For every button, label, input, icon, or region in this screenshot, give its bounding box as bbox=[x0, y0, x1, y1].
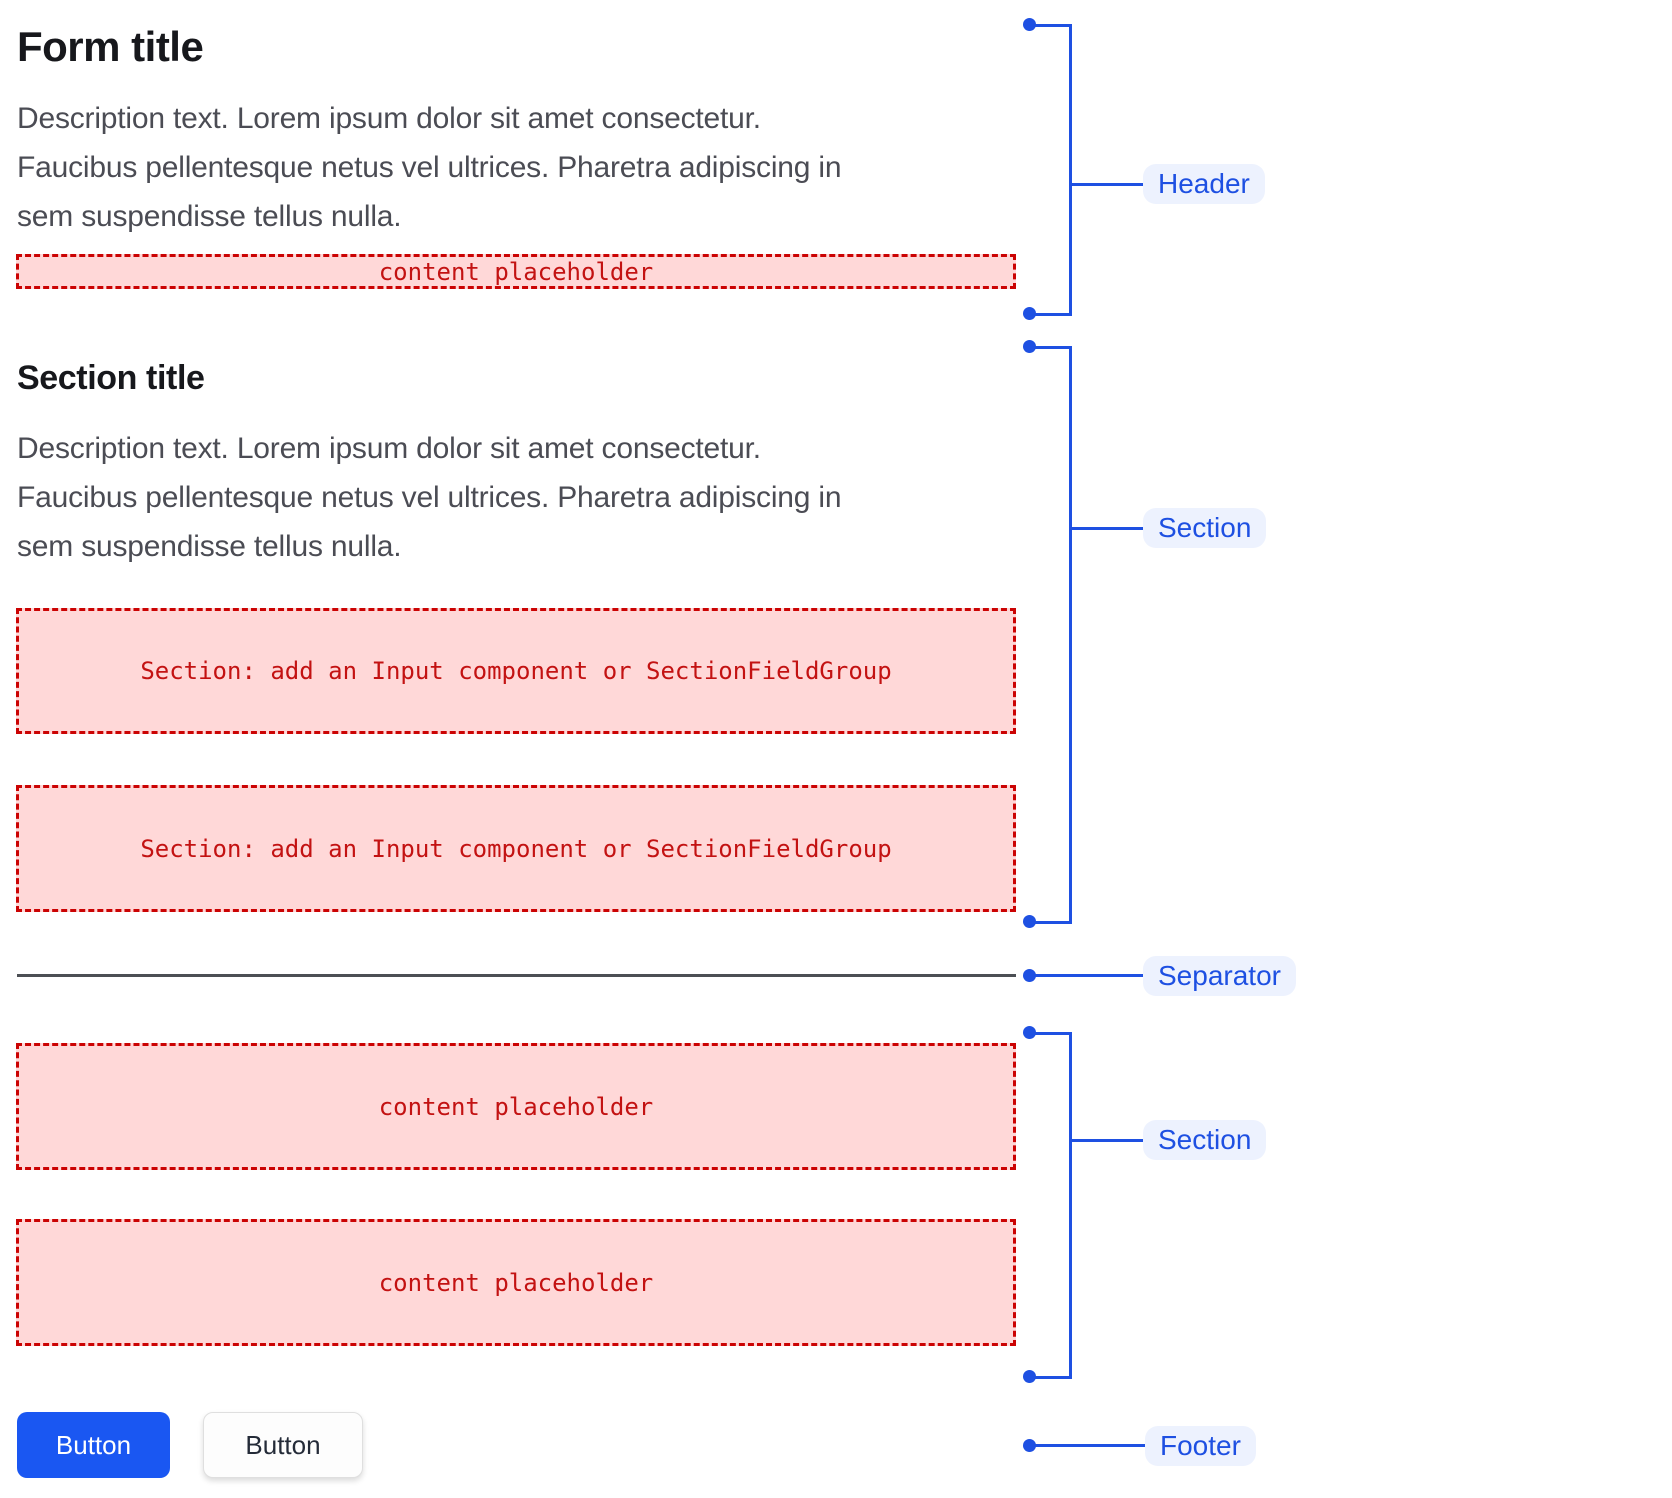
section1-label-connector bbox=[1072, 527, 1143, 530]
section1-annotation-label: Section bbox=[1143, 508, 1267, 548]
separator-line bbox=[17, 974, 1016, 977]
content-placeholder-2-label: content placeholder bbox=[378, 1268, 654, 1297]
header-bracket-top-stub bbox=[1029, 24, 1072, 27]
primary-button[interactable]: Button bbox=[17, 1412, 170, 1478]
header-annotation-label: Header bbox=[1143, 164, 1265, 204]
section2-bracket-bottom-stub bbox=[1029, 1376, 1072, 1379]
section2-label-connector bbox=[1072, 1139, 1143, 1142]
footer-label-connector bbox=[1030, 1444, 1145, 1447]
separator-dot bbox=[1023, 969, 1036, 982]
header-label-connector bbox=[1072, 183, 1143, 186]
section2-bracket-top-stub bbox=[1029, 1032, 1072, 1035]
section2-bracket-line bbox=[1069, 1032, 1072, 1379]
separator-annotation-label: Separator bbox=[1143, 956, 1296, 996]
footer-dot bbox=[1023, 1439, 1036, 1452]
section1-bracket-line bbox=[1069, 346, 1072, 924]
header-content-placeholder: content placeholder bbox=[16, 254, 1016, 289]
section-description: Description text. Lorem ipsum dolor sit … bbox=[17, 432, 842, 563]
header-bracket-bottom-dot bbox=[1023, 307, 1036, 320]
content-placeholder-1: content placeholder bbox=[16, 1043, 1016, 1170]
header-bracket-line bbox=[1069, 24, 1072, 316]
section2-annotation-label: Section bbox=[1143, 1120, 1267, 1160]
section-input-placeholder-1: Section: add an Input component or Secti… bbox=[16, 608, 1016, 734]
section-input-placeholder-2-label: Section: add an Input component or Secti… bbox=[140, 834, 892, 863]
separator-label-connector bbox=[1030, 974, 1143, 977]
secondary-button[interactable]: Button bbox=[203, 1412, 363, 1478]
section1-bracket-top-stub bbox=[1029, 346, 1072, 349]
section-title: Section title bbox=[17, 359, 205, 397]
section2-bracket-bottom-dot bbox=[1023, 1370, 1036, 1383]
section1-bracket-bottom-stub bbox=[1029, 921, 1072, 924]
content-placeholder-2: content placeholder bbox=[16, 1219, 1016, 1346]
content-placeholder-1-label: content placeholder bbox=[378, 1092, 654, 1121]
section-input-placeholder-1-label: Section: add an Input component or Secti… bbox=[140, 657, 892, 685]
section1-bracket-bottom-dot bbox=[1023, 915, 1036, 928]
form-description: Description text. Lorem ipsum dolor sit … bbox=[17, 102, 842, 233]
header-bracket-bottom-stub bbox=[1029, 313, 1072, 316]
header-content-placeholder-label: content placeholder bbox=[378, 257, 654, 286]
form-title: Form title bbox=[17, 23, 204, 70]
section-input-placeholder-2: Section: add an Input component or Secti… bbox=[16, 785, 1016, 912]
footer-annotation-label: Footer bbox=[1145, 1426, 1256, 1466]
